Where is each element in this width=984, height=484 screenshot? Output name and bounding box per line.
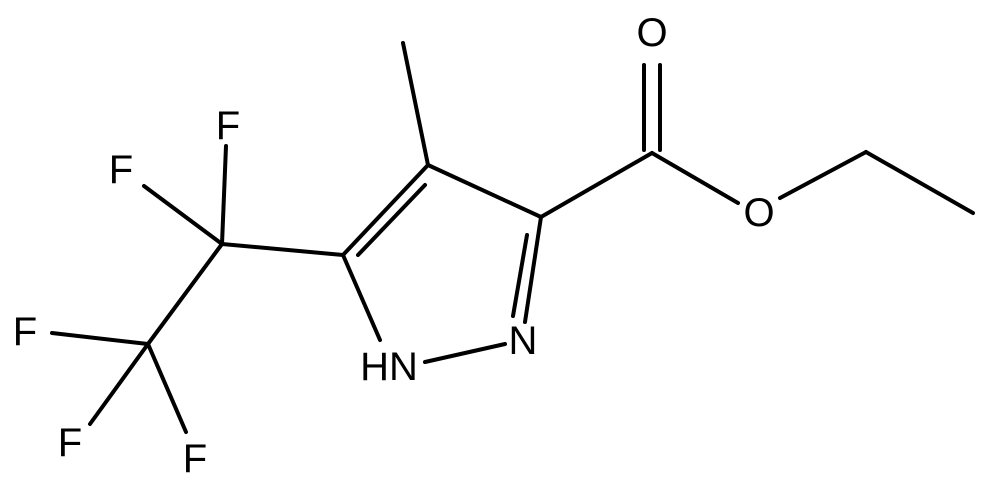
bond-n-nh: [423, 342, 507, 364]
bond-cf2-cf3: [146, 242, 224, 346]
atom-f4: F: [58, 421, 82, 465]
bond-c3-n-inner: [511, 233, 529, 318]
atom-f3: F: [13, 310, 37, 354]
bond-cf3-f5: [146, 342, 188, 434]
atom-o-carbonyl: O: [636, 11, 667, 55]
bond-c4-methyl: [401, 41, 430, 167]
bond-nh-c5: [341, 253, 382, 342]
bond-ch2-ch3: [864, 150, 975, 215]
bond-c3-n: [523, 215, 543, 324]
bond-c4-c5: [341, 163, 430, 257]
bond-cf2-f2: [142, 184, 224, 246]
atom-n: N: [509, 319, 538, 363]
atom-o-ester: O: [743, 191, 774, 235]
atom-f2: F: [109, 148, 133, 192]
bond-c-oester: [650, 151, 740, 205]
bond-c4-c5-inner: [356, 183, 427, 257]
bond-c5-cf2: [220, 242, 345, 257]
atom-f5: F: [183, 437, 207, 481]
bond-oester-ch2: [778, 150, 868, 200]
bond-c4-c3: [426, 163, 543, 219]
bond-cf3-f4: [88, 342, 150, 426]
atom-nh: HN: [360, 345, 418, 389]
atom-f1: F: [216, 104, 240, 148]
bond-cf3-f3: [50, 331, 150, 346]
bonds: [50, 41, 975, 434]
atom-labels: F F F F F HN N O O: [13, 11, 775, 481]
bond-cf2-f1: [220, 144, 228, 246]
bond-c3-ccarbonyl: [539, 151, 654, 219]
